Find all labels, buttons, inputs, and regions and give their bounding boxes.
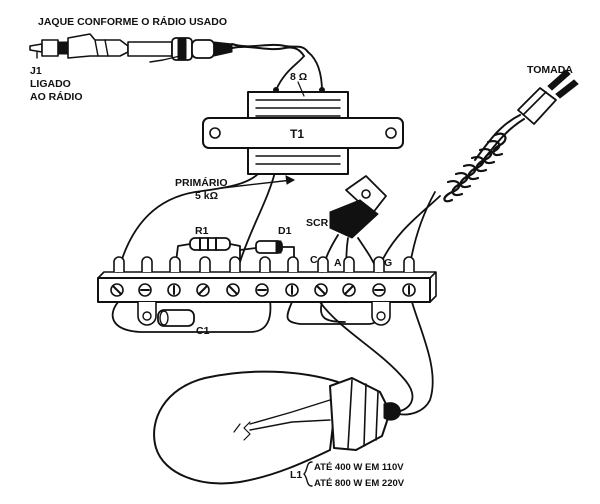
leader-lines xyxy=(36,51,305,189)
lamp-spec2-label: ATÉ 800 W EM 220V xyxy=(314,478,405,489)
labels: JAQUE CONFORME O RÁDIO USADO J1 LIGADO A… xyxy=(30,15,573,489)
d1-label: D1 xyxy=(278,225,292,237)
secondary-ohms-label: 8 Ω xyxy=(290,71,307,83)
c1-label: C1 xyxy=(196,325,210,337)
lamp-spec1-label: ATÉ 400 W EM 110V xyxy=(314,462,404,473)
lamp-code-label: L1 xyxy=(290,469,302,481)
primary-line2-label: 5 kΩ xyxy=(195,190,218,202)
plug-label: TOMADA xyxy=(527,64,573,76)
terminal-strip xyxy=(97,256,437,326)
pin-c-label: C xyxy=(310,254,318,266)
pin-g-label: G xyxy=(384,257,392,269)
jack-j1 xyxy=(29,33,233,63)
j1-line1-label: LIGADO xyxy=(30,78,71,90)
transformer-label: T1 xyxy=(290,127,304,141)
lamp-spec-brace xyxy=(303,461,313,487)
r1-label: R1 xyxy=(195,225,209,237)
terminal-screws xyxy=(110,283,416,297)
capacitor-c1 xyxy=(157,309,195,327)
pin-a-label: A xyxy=(334,257,342,269)
scr xyxy=(329,175,387,239)
transformer-t1 xyxy=(202,87,404,175)
j1-code-label: J1 xyxy=(30,65,42,77)
primary-line1-label: PRIMÁRIO xyxy=(175,176,228,189)
mounting-tabs xyxy=(137,302,391,326)
wiring xyxy=(111,43,525,416)
cord-coil xyxy=(443,132,507,203)
jack-note-label: JAQUE CONFORME O RÁDIO USADO xyxy=(38,15,227,28)
mains-plug xyxy=(517,69,579,125)
terminal-lugs xyxy=(113,256,415,272)
lamp-l1 xyxy=(153,370,401,485)
diode-d1 xyxy=(239,240,295,263)
j1-line2-label: AO RÁDIO xyxy=(30,90,83,103)
scr-label: SCR xyxy=(306,217,329,229)
